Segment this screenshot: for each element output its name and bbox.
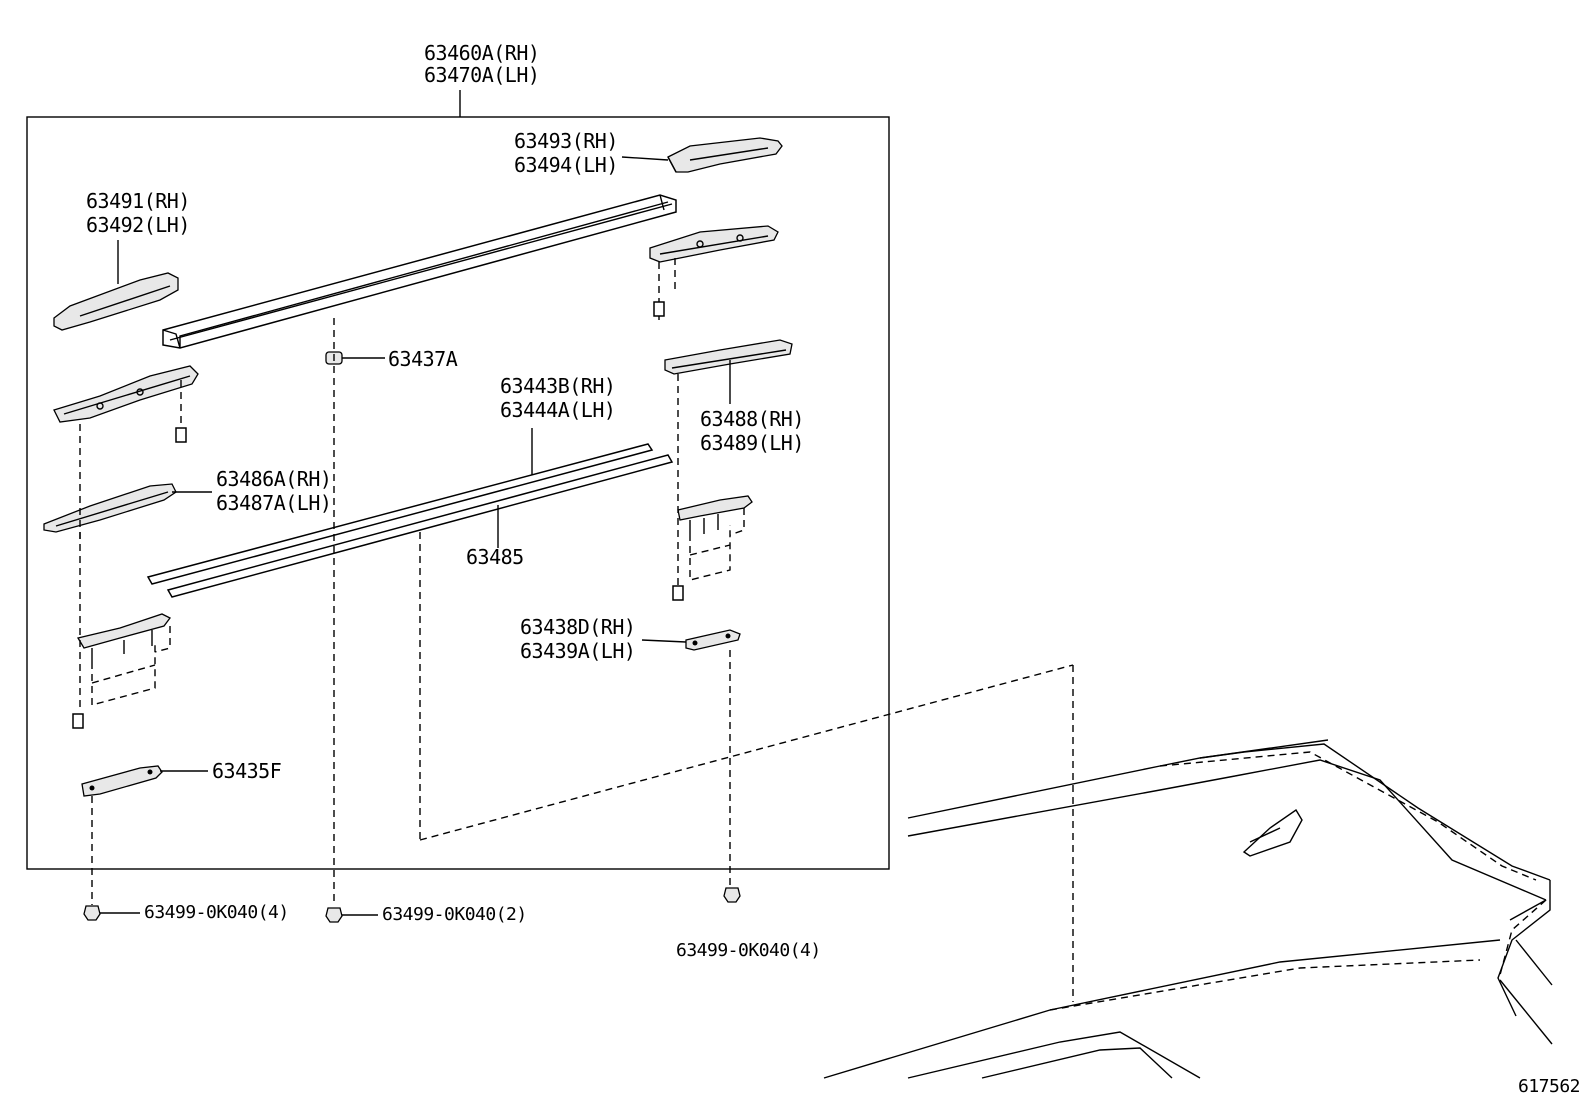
label-assembly-lh: 63470A(LH) (424, 63, 539, 87)
pin-bracket-front[interactable] (76, 613, 171, 662)
label-end-cover-front-rh: 63491(RH) (86, 189, 190, 213)
label-end-cover-front-lh: 63492(LH) (86, 213, 190, 237)
label-retainer-nut: 63437A (388, 347, 458, 371)
label-side-molding-lh: 63444A(LH) (500, 398, 615, 422)
screw-rear-lower (672, 585, 684, 601)
nut-right[interactable] (723, 887, 741, 903)
label-end-cover-rear-rh: 63493(RH) (514, 129, 618, 153)
label-nut-left: 63499-0K040(4) (144, 902, 289, 923)
align-line-diagonal (419, 664, 1074, 841)
label-nut-center: 63499-0K040(2) (382, 904, 527, 925)
figure-number: 617562 (1518, 1076, 1580, 1097)
side-molding[interactable] (146, 443, 654, 585)
label-spacer-rear-lh: 63439A(LH) (520, 639, 635, 663)
pin-box-rear (689, 508, 745, 581)
label-leg-base-front-rh: 63486A(RH) (216, 467, 331, 491)
label-side-molding-rh: 63443B(RH) (500, 374, 615, 398)
screw-front-upper (175, 427, 187, 443)
screw-front-lower (72, 713, 84, 729)
label-nut-right: 63499-0K040(4) (676, 940, 821, 961)
vehicle-roof-outline (823, 739, 1553, 1079)
leader-end-cover-rear (621, 156, 669, 161)
label-end-cover-rear-lh: 63494(LH) (514, 153, 618, 177)
label-leg-base-front-lh: 63487A(LH) (216, 491, 331, 515)
end-cover-rear[interactable] (667, 137, 783, 173)
leg-base-rear[interactable] (664, 339, 793, 375)
spacer-rear[interactable] (685, 629, 741, 651)
nut-left[interactable] (83, 905, 101, 921)
nut-center[interactable] (325, 907, 343, 923)
pin-box-front (91, 626, 171, 706)
label-molding-strip: 63485 (466, 545, 524, 569)
end-cover-front[interactable] (53, 272, 179, 331)
leg-bracket-front-upper[interactable] (53, 365, 199, 423)
screw-rear-upper (653, 301, 665, 320)
roof-rail[interactable] (162, 194, 677, 349)
molding-strip[interactable] (166, 454, 674, 598)
label-spacer-front: 63435F (212, 759, 281, 783)
label-assembly-rh: 63460A(RH) (424, 41, 539, 65)
pin-bracket-rear[interactable] (677, 495, 753, 534)
leg-bracket-rear-upper[interactable] (649, 225, 779, 263)
leader-spacer-rear (641, 639, 687, 643)
spacer-front[interactable] (81, 765, 163, 797)
label-leg-base-rear-rh: 63488(RH) (700, 407, 804, 431)
label-spacer-rear-rh: 63438D(RH) (520, 615, 635, 639)
leg-base-front[interactable] (43, 483, 177, 533)
label-leg-base-rear-lh: 63489(LH) (700, 431, 804, 455)
assembly-frame (26, 116, 890, 870)
